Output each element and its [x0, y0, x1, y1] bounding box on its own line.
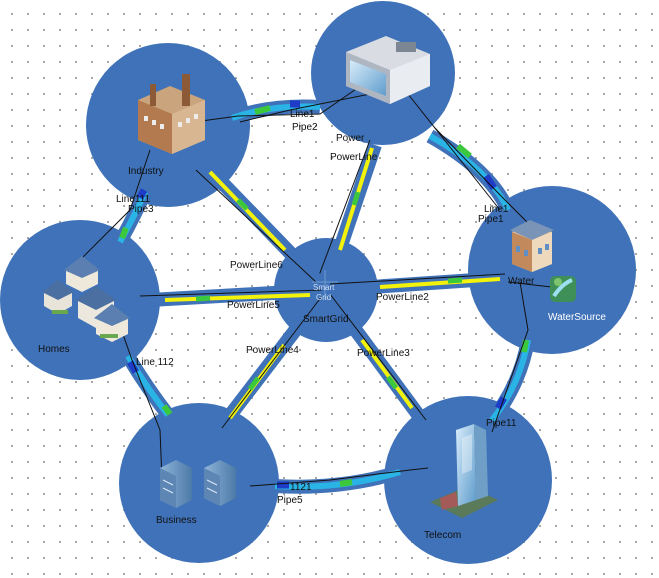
- line1-right-label: Line1: [484, 204, 509, 215]
- powerline5-spoke[interactable]: [164, 293, 311, 302]
- line1-top-label: Line1: [290, 109, 315, 120]
- power-top-label: Power: [336, 133, 365, 144]
- line112-label: Line 112: [136, 357, 174, 368]
- factory-icon: [138, 74, 205, 154]
- business-label: Business: [156, 515, 197, 526]
- powerline4-label: PowerLine4: [246, 345, 299, 356]
- water-node[interactable]: [468, 186, 636, 354]
- watersource-label: WaterSource: [548, 312, 606, 323]
- powerline2-label: PowerLine2: [376, 292, 429, 303]
- powerline3-spoke[interactable]: [360, 338, 414, 410]
- ring-connections: [69, 77, 561, 494]
- powerline5-label: PowerLine5: [227, 300, 280, 311]
- skyscraper-icon: [430, 424, 498, 518]
- powerline6-label: PowerLine6: [230, 260, 283, 271]
- water-building-icon: [510, 220, 554, 272]
- svg-text:Smart: Smart: [313, 283, 335, 292]
- industry-label: Industry: [128, 166, 164, 177]
- power-plant-icon: [346, 36, 430, 104]
- svg-text:Grid: Grid: [316, 293, 331, 302]
- houses-icon: [42, 256, 130, 342]
- water-source-icon: [550, 276, 576, 302]
- pipe3-label: Pipe3: [128, 204, 154, 215]
- office-towers-icon: [160, 460, 236, 508]
- smartgrid-label: SmartGrid: [303, 314, 349, 325]
- line1-pipe1-connection[interactable]: [428, 133, 511, 212]
- line1121-label: 1121: [290, 482, 312, 493]
- powerline-label: PowerLine: [330, 152, 378, 163]
- powerline2-spoke[interactable]: [379, 277, 501, 289]
- telecom-label: Telecom: [424, 530, 461, 541]
- line1-pipe2-connection[interactable]: [231, 103, 321, 121]
- powerline6-spoke[interactable]: [208, 170, 287, 252]
- water-label: Water: [508, 276, 535, 287]
- homes-label: Homes: [38, 344, 70, 355]
- line111-label: Line111: [116, 194, 151, 205]
- spokes: [139, 139, 506, 429]
- smartgrid-icon: Smart Grid: [312, 270, 338, 302]
- pipe5-label: Pipe5: [277, 495, 303, 506]
- powerline3-label: PowerLine3: [357, 348, 410, 359]
- line1121-pipe5-connection[interactable]: [274, 469, 401, 490]
- business-node[interactable]: [119, 403, 279, 563]
- pipe2-label: Pipe2: [292, 122, 318, 133]
- pipe1-label: Pipe1: [478, 214, 504, 225]
- pipe11-label: Pipe11: [486, 418, 517, 429]
